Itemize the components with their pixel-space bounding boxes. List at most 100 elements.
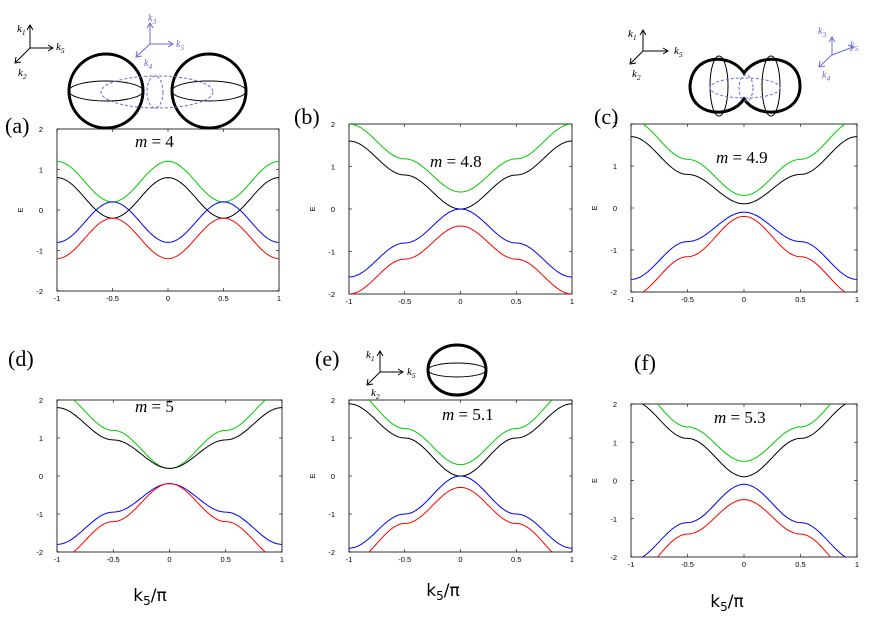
axis-label-k3: k3 (148, 13, 156, 26)
arrowhead (135, 50, 143, 58)
axis-label-k2: k2 (632, 68, 641, 82)
y-tick-label: 2 (613, 400, 617, 409)
arrowhead (629, 57, 637, 65)
series-line-3 (656, 499, 832, 557)
y-tick-label: 1 (331, 434, 335, 443)
axis-label-k4: k4 (144, 58, 152, 71)
series-line-2 (57, 201, 279, 243)
x-tick-label: 0.5 (795, 560, 805, 569)
axis-arrow-down (136, 43, 151, 57)
series-group (349, 400, 572, 552)
axis-label-k1: k1 (17, 23, 26, 37)
x-tick-label: -0.5 (398, 297, 411, 306)
series-group (349, 124, 572, 294)
arrowhead (26, 24, 34, 31)
panel-label: (d) (8, 346, 34, 371)
panel-label: (f) (634, 350, 656, 375)
series-line-1 (57, 177, 279, 219)
torus-outer (709, 77, 781, 99)
y-tick-label: 0 (39, 472, 43, 481)
series-group (641, 404, 847, 557)
axis-label-k5-blue: k5 (176, 39, 184, 52)
axis-label-k3: k3 (818, 26, 826, 39)
arrowhead (47, 44, 54, 52)
series-line-3 (57, 217, 279, 260)
axes-triad-black-e (366, 350, 404, 386)
x-tick-label: 0.5 (795, 295, 805, 304)
x-tick-label: 1 (277, 294, 281, 303)
merged-spheres-c (688, 55, 802, 117)
y-tick-label: 1 (39, 166, 43, 175)
x-tick-label: 0 (742, 560, 746, 569)
sphere-equator (427, 362, 487, 378)
series-line-0 (349, 124, 572, 193)
axes-triad-blue-c (818, 36, 855, 68)
y-tick-label: -1 (328, 248, 335, 257)
panel-label: (a) (5, 113, 29, 138)
parameter-label: m = 5.1 (442, 405, 494, 424)
torus-section (738, 74, 754, 102)
series-line-0 (368, 400, 553, 466)
series-line-2 (641, 483, 847, 557)
inset-e: k1 k5 k2 (366, 343, 488, 401)
y-tick-label: 2 (39, 125, 43, 134)
y-tick-label: -2 (610, 553, 617, 562)
series-line-3 (641, 215, 847, 292)
series-line-2 (349, 475, 572, 549)
x-axis-label: k5/π (426, 581, 459, 603)
panel-label: (e) (315, 346, 339, 371)
parameter-label: m = 4 (135, 132, 174, 151)
x-tick-label: 0 (458, 297, 462, 306)
axes-triad-black-c (629, 29, 669, 65)
parameter-label: m = 5 (135, 397, 174, 416)
plot-frame (56, 399, 283, 553)
arrowhead (639, 29, 647, 36)
arrowhead (366, 378, 374, 386)
y-tick-label: 2 (331, 120, 335, 129)
y-axis-label: E (590, 205, 599, 210)
y-tick-label: -1 (36, 247, 43, 256)
series-group (631, 124, 857, 292)
sphere-left-equator (68, 80, 144, 102)
y-tick-label: 0 (331, 472, 335, 481)
y-tick-label: 1 (613, 438, 617, 447)
y-axis-label: E (308, 206, 317, 211)
parameter-label: m = 4.8 (430, 152, 482, 171)
series-group (57, 400, 282, 552)
arrowhead (14, 56, 22, 64)
arrowhead (376, 350, 384, 357)
x-tick-label: 0.5 (511, 297, 521, 306)
merged-sphere-outline (688, 57, 802, 114)
axis-arrow-down (819, 54, 833, 67)
series-line-0 (57, 160, 279, 203)
arrowhead (662, 47, 669, 55)
x-tick-label: 1 (570, 555, 574, 564)
x-tick-label: -1 (628, 295, 635, 304)
axis-label-k5: k5 (56, 41, 65, 55)
inset-c: k1 k5 k2 k3 k5 k4 (628, 26, 858, 117)
sphere-pair-a (67, 52, 248, 130)
x-tick-label: -1 (54, 555, 61, 564)
series-line-1 (631, 136, 857, 205)
axis-label-k1: k1 (366, 349, 375, 363)
series-line-2 (631, 211, 857, 280)
series-line-2 (349, 208, 572, 278)
y-tick-label: -1 (610, 515, 617, 524)
y-tick-label: -2 (610, 288, 617, 297)
axis-label-k4: k4 (822, 70, 830, 83)
panel-label: (c) (594, 104, 618, 129)
y-tick-label: -1 (328, 510, 335, 519)
sphere-right (170, 52, 248, 130)
right-section (761, 55, 781, 117)
x-tick-label: 0 (166, 294, 170, 303)
y-tick-label: -2 (36, 287, 43, 296)
torus-section (146, 75, 164, 109)
left-section (709, 55, 729, 117)
arrowhead (847, 44, 855, 52)
y-axis-label: E (590, 478, 599, 483)
